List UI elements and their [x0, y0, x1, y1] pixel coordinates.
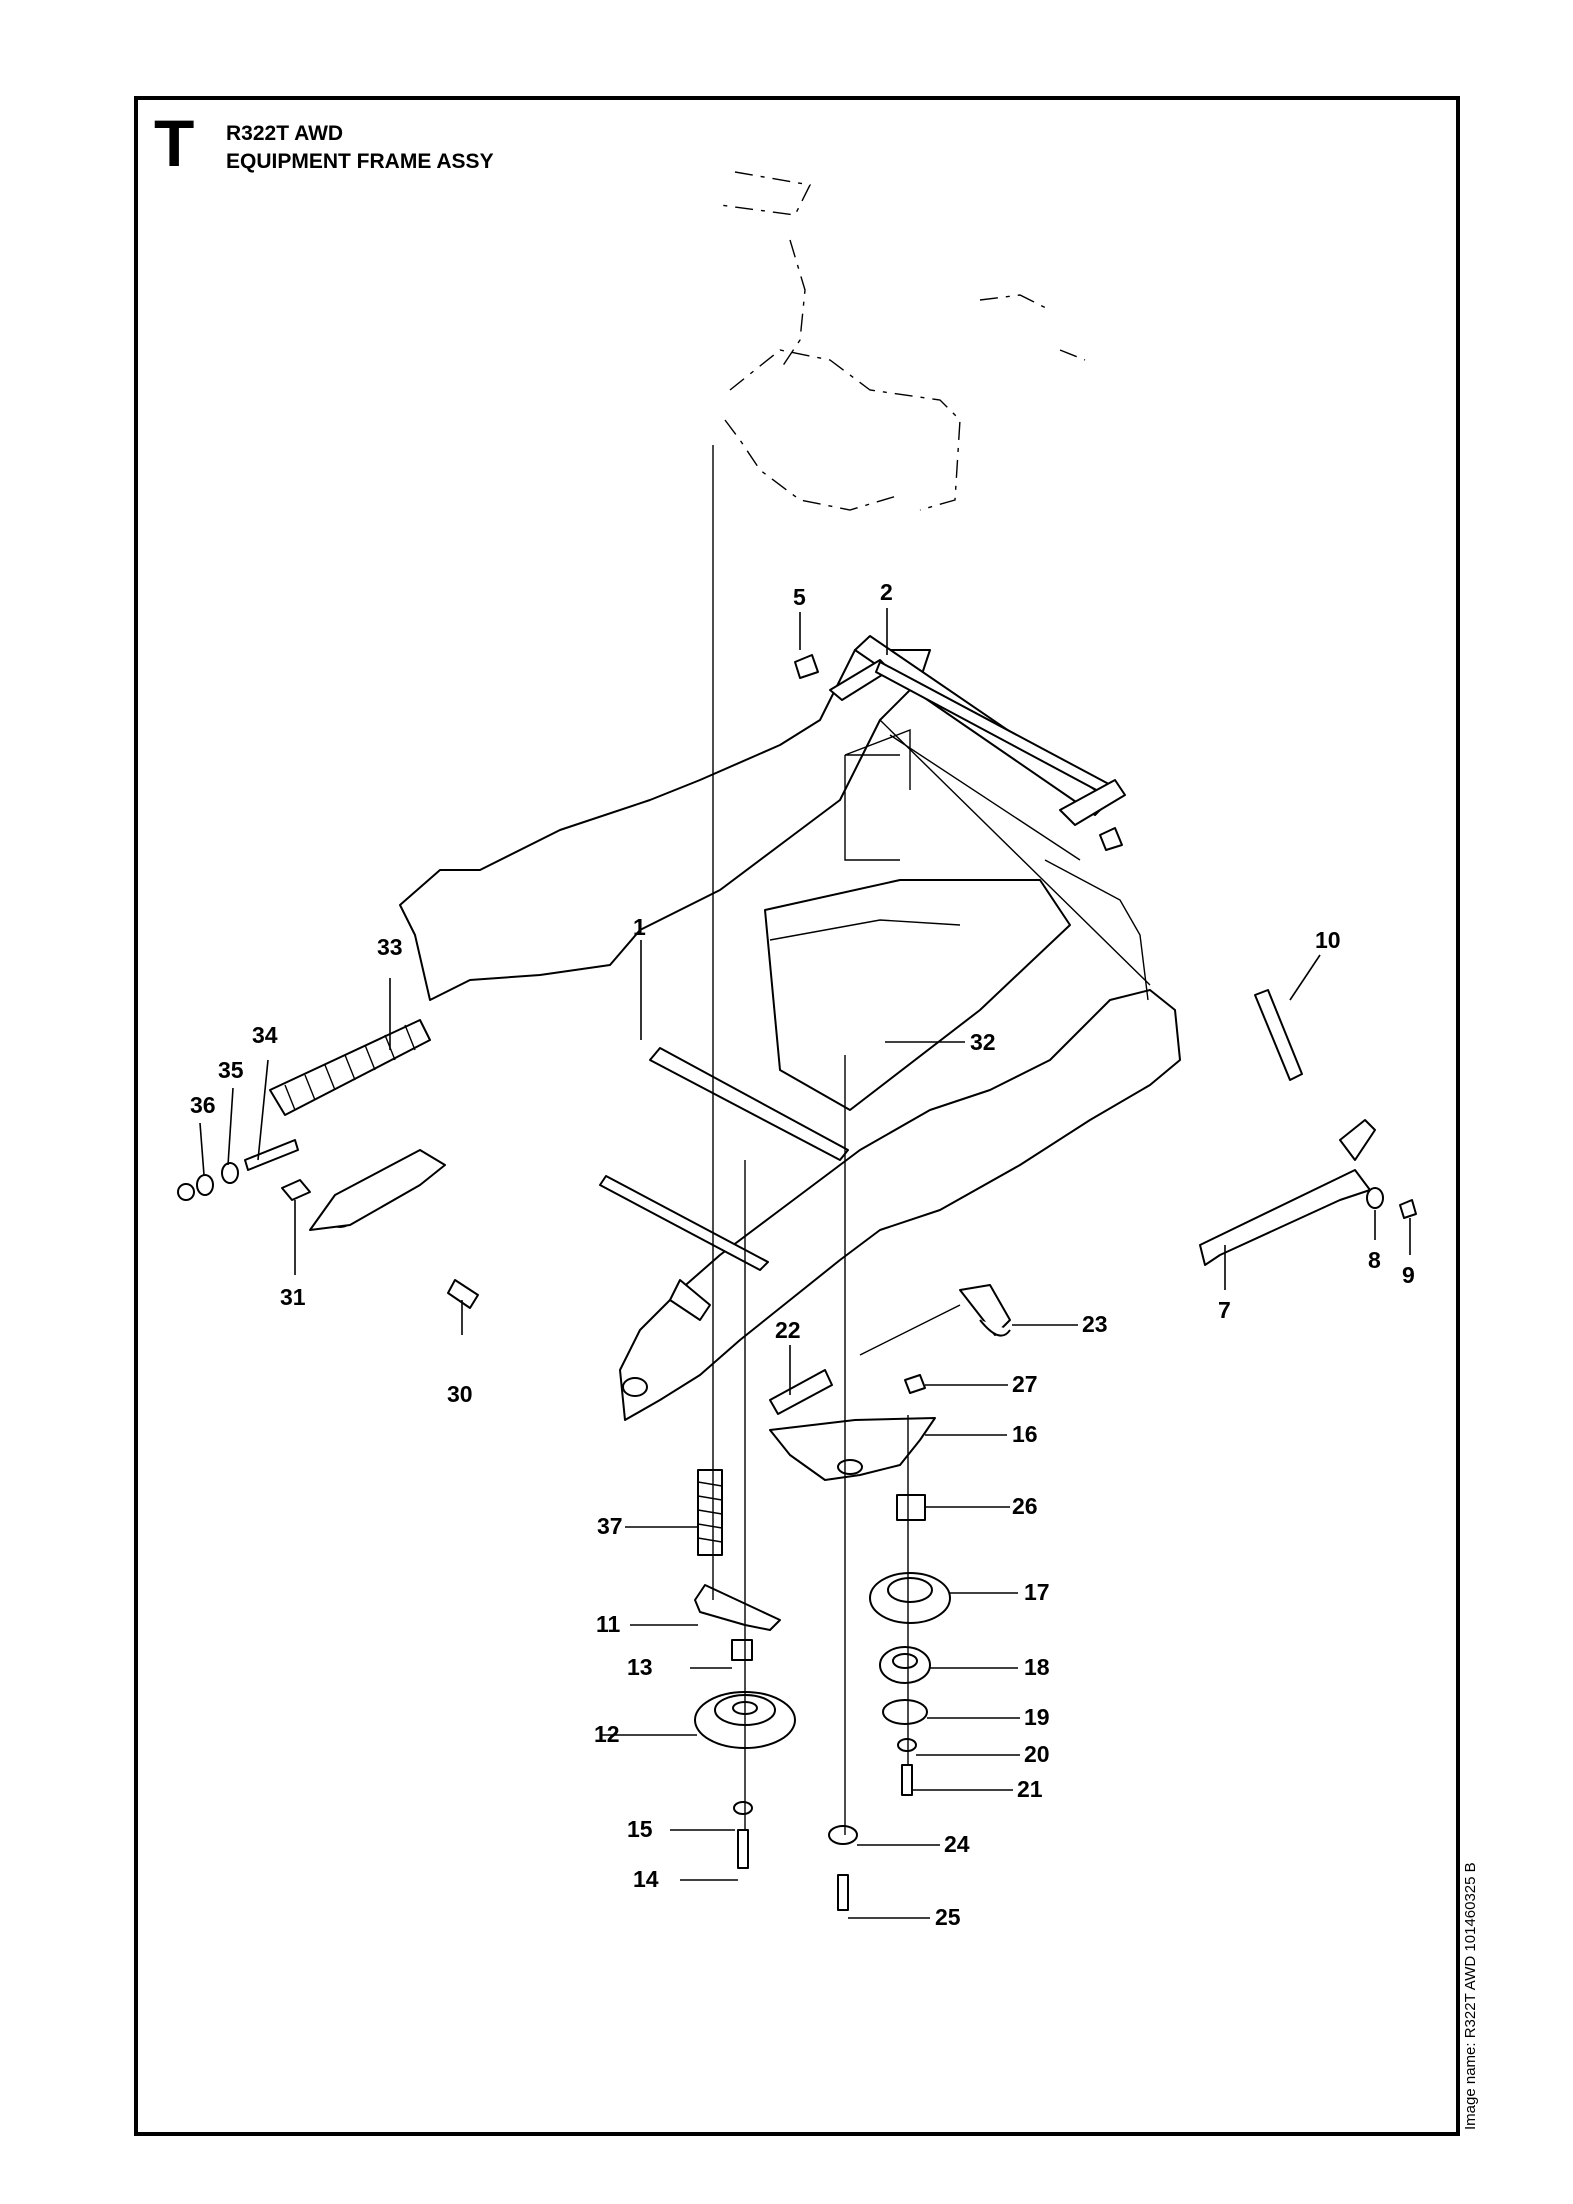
idler-pulley-17 [869, 1572, 951, 1624]
spacer-26 [896, 1494, 926, 1521]
main-frame [309, 635, 1181, 1421]
callout-36: 36 [190, 1092, 216, 1118]
bolt-14 [737, 1829, 749, 1869]
washer-20 [897, 1738, 917, 1752]
callout-17: 17 [1024, 1579, 1050, 1605]
nut-31-bolt-30 [281, 1179, 479, 1309]
bearing-18 [879, 1646, 931, 1684]
section-letter: T [154, 106, 195, 180]
callout-23: 23 [1082, 1311, 1108, 1337]
callout-7: 7 [1218, 1297, 1231, 1323]
callout-leaders [199, 608, 1411, 1919]
callout-25: 25 [935, 1904, 961, 1930]
callout-18: 18 [1024, 1654, 1050, 1680]
callout-9: 9 [1402, 1262, 1415, 1288]
callout-27: 27 [1012, 1371, 1038, 1397]
callout-31: 31 [280, 1284, 306, 1310]
bracket-16 [769, 1417, 936, 1481]
spring-10 [1254, 989, 1303, 1081]
spring-37 [697, 1469, 723, 1556]
callout-24: 24 [944, 1831, 970, 1857]
bolt-21 [901, 1764, 913, 1796]
callout-30: 30 [447, 1381, 473, 1407]
model-title: R322T AWD [226, 122, 344, 145]
callout-13: 13 [627, 1654, 653, 1680]
callout-26: 26 [1012, 1493, 1038, 1519]
callout-15: 15 [627, 1816, 653, 1842]
lever-7 [1199, 1119, 1417, 1266]
bolt-25 [837, 1874, 849, 1911]
snap-ring-19 [882, 1699, 928, 1725]
callout-16: 16 [1012, 1421, 1038, 1447]
callout-11: 11 [596, 1611, 621, 1637]
callout-14: 14 [633, 1866, 659, 1892]
callout-22: 22 [775, 1317, 801, 1343]
callout-12: 12 [594, 1721, 620, 1747]
assembly-title: EQUIPMENT FRAME ASSY [226, 150, 494, 173]
callout-21: 21 [1017, 1776, 1043, 1802]
callout-37: 37 [597, 1513, 623, 1539]
phantom-chassis [719, 171, 1086, 511]
callout-32: 32 [970, 1029, 996, 1055]
washer-24 [828, 1825, 858, 1845]
dashed-guide-right [1044, 859, 1149, 1001]
dashed-guide-left [844, 728, 911, 861]
callout-33: 33 [377, 934, 403, 960]
callout-10: 10 [1315, 927, 1341, 953]
cable-23-spring-22 [769, 1284, 1011, 1415]
callout-1: 1 [633, 914, 646, 940]
spring-33 [269, 1019, 431, 1116]
nut-27 [904, 1374, 926, 1394]
diagram-border [134, 96, 1460, 2136]
callout-labels: 1 2 5 7 8 9 10 11 12 13 14 15 16 17 18 1… [190, 579, 1415, 1930]
callout-5: 5 [793, 584, 806, 610]
bushing-13 [731, 1639, 753, 1661]
callout-19: 19 [1024, 1704, 1050, 1730]
bracket-11 [694, 1584, 781, 1631]
callout-2: 2 [880, 579, 893, 605]
bolt-34-and-washers [177, 1139, 299, 1201]
callout-8: 8 [1368, 1247, 1381, 1273]
linkage-rod [794, 654, 1126, 851]
callout-35: 35 [218, 1057, 244, 1083]
washer-15 [733, 1801, 753, 1815]
callout-20: 20 [1024, 1741, 1050, 1767]
callout-34: 34 [252, 1022, 278, 1048]
